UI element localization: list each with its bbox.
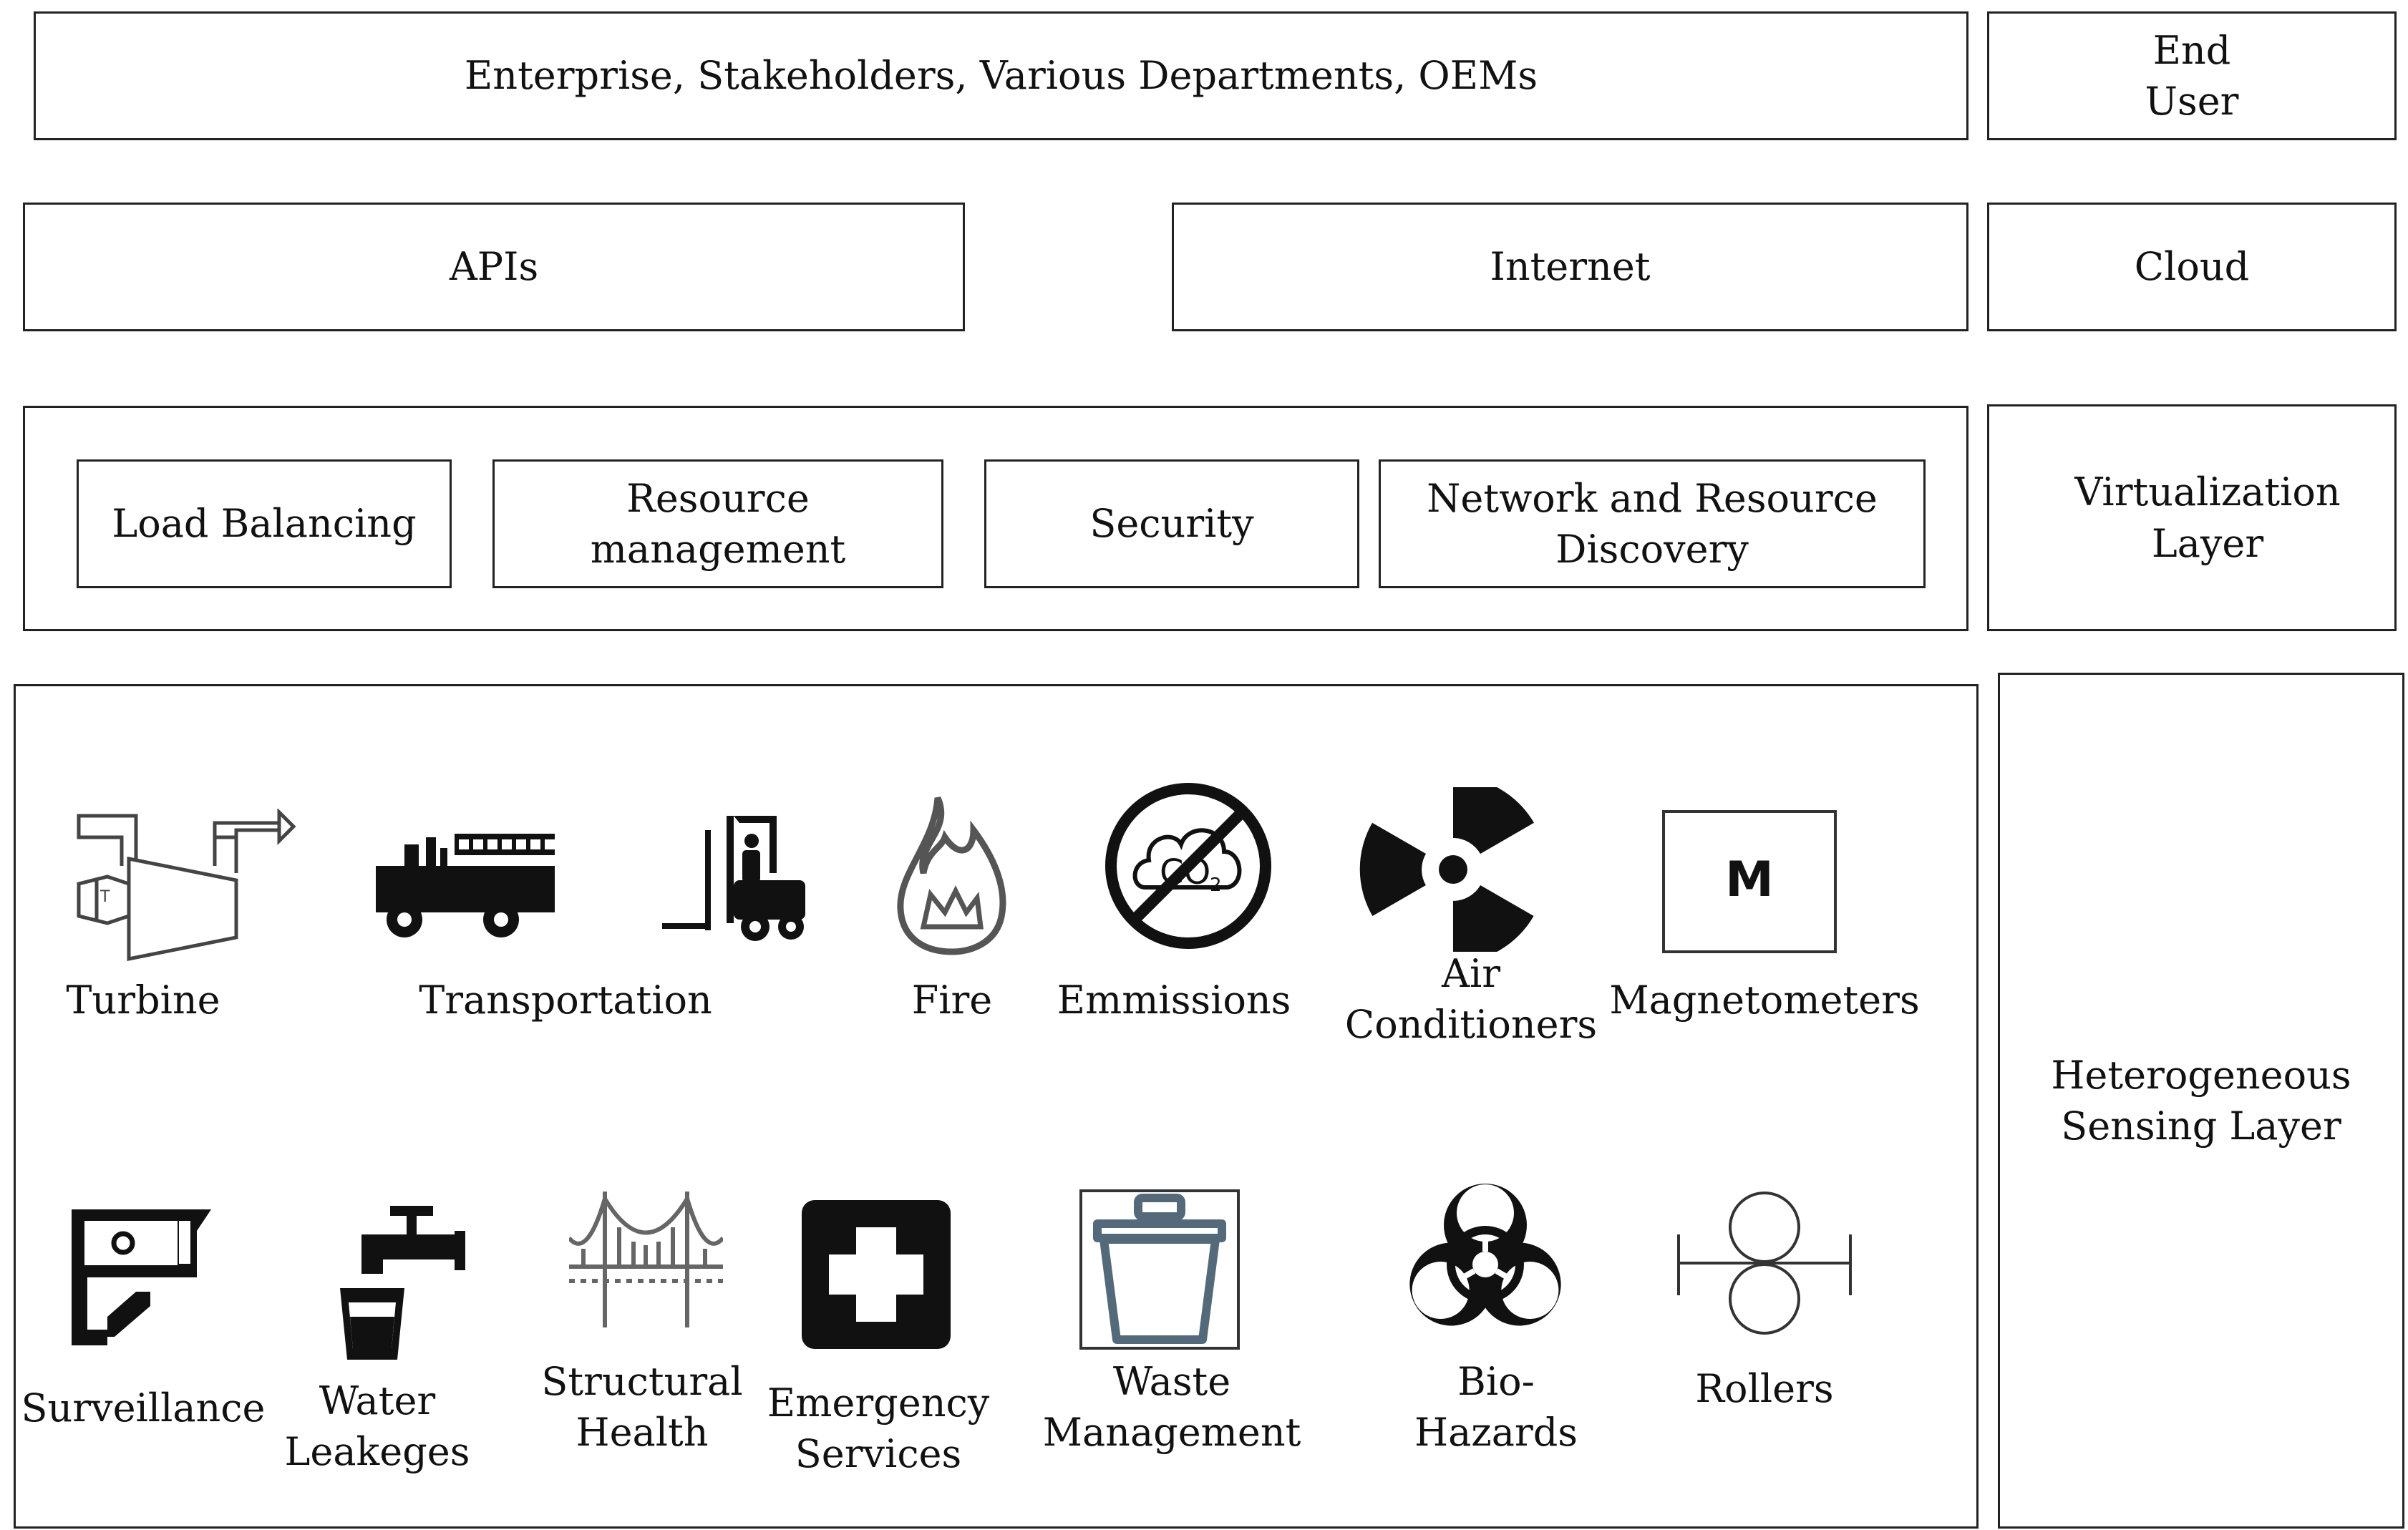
- enterprise-label: Enterprise, Stakeholders, Various Depart…: [464, 53, 1538, 99]
- resource-management-box: Resource management: [492, 459, 943, 588]
- network-discovery-box: Network and Resource Discovery: [1379, 459, 1926, 588]
- emissions-label: Emmissions: [1057, 978, 1291, 1023]
- load-balancing-label: Load Balancing: [112, 501, 417, 547]
- load-balancing-box: Load Balancing: [77, 459, 452, 588]
- svg-text:T: T: [99, 888, 110, 906]
- rollers-label: Rollers: [1695, 1366, 1834, 1411]
- sensing-layer-box: Heterogeneous Sensing Layer: [1998, 673, 2404, 1529]
- magnetometers-label: Magnetometers: [1609, 978, 1920, 1023]
- air-conditioners-label: Air Conditioners: [1344, 951, 1598, 1048]
- turbine-label: Turbine: [66, 978, 220, 1023]
- turbine-icon: T: [72, 809, 301, 966]
- cloud-label: Cloud: [2134, 244, 2250, 290]
- bridge-icon: [569, 1188, 723, 1331]
- bio-hazards-label: Bio- Hazards: [1414, 1359, 1578, 1456]
- virtualization-layer-label: Virtualization Layer: [2074, 469, 2341, 566]
- camera-icon: [72, 1209, 215, 1349]
- biohazard-icon: [1389, 1175, 1582, 1354]
- internet-box: Internet: [1172, 203, 1968, 331]
- end-user-label: End User: [2145, 27, 2239, 124]
- tap-icon: [340, 1202, 469, 1360]
- enterprise-box: Enterprise, Stakeholders, Various Depart…: [34, 11, 1968, 140]
- fire-label: Fire: [911, 978, 993, 1023]
- magnetometer-glyph: M: [1725, 852, 1774, 908]
- resource-management-label: Resource management: [590, 475, 846, 572]
- magnetometer-icon: M: [1662, 810, 1837, 953]
- emergency-services-label: Emergency Services: [767, 1380, 990, 1477]
- fire-icon: [895, 794, 1009, 955]
- security-label: Security: [1089, 501, 1254, 547]
- network-discovery-label: Network and Resource Discovery: [1427, 475, 1878, 572]
- virtualization-layer-box: Virtualization Layer: [1987, 404, 2397, 631]
- sensing-container: [14, 684, 1979, 1529]
- security-box: Security: [984, 459, 1359, 588]
- radiation-icon: [1356, 787, 1550, 952]
- waste-management-label: Waste Management: [1042, 1359, 1301, 1456]
- structural-health-label: Structural Health: [541, 1359, 743, 1456]
- surveillance-label: Surveillance: [21, 1385, 266, 1431]
- end-user-box: End User: [1987, 11, 2397, 140]
- forklift-icon: [662, 809, 805, 945]
- truck-icon: [376, 830, 555, 941]
- no-co2-icon: CO 2: [1102, 780, 1274, 952]
- sensing-layer-label: Heterogeneous Sensing Layer: [2051, 1052, 2351, 1149]
- svg-text:2: 2: [1210, 874, 1222, 896]
- water-leakages-label: Water Leakeges: [284, 1378, 470, 1475]
- bin-icon: [1079, 1189, 1240, 1350]
- cloud-box: Cloud: [1987, 203, 2397, 331]
- first-aid-icon: [800, 1199, 952, 1350]
- apis-box: APIs: [23, 203, 965, 331]
- transportation-label: Transportation: [419, 978, 712, 1023]
- internet-label: Internet: [1490, 244, 1651, 290]
- apis-label: APIs: [449, 244, 539, 290]
- rollers-icon: [1675, 1192, 1854, 1335]
